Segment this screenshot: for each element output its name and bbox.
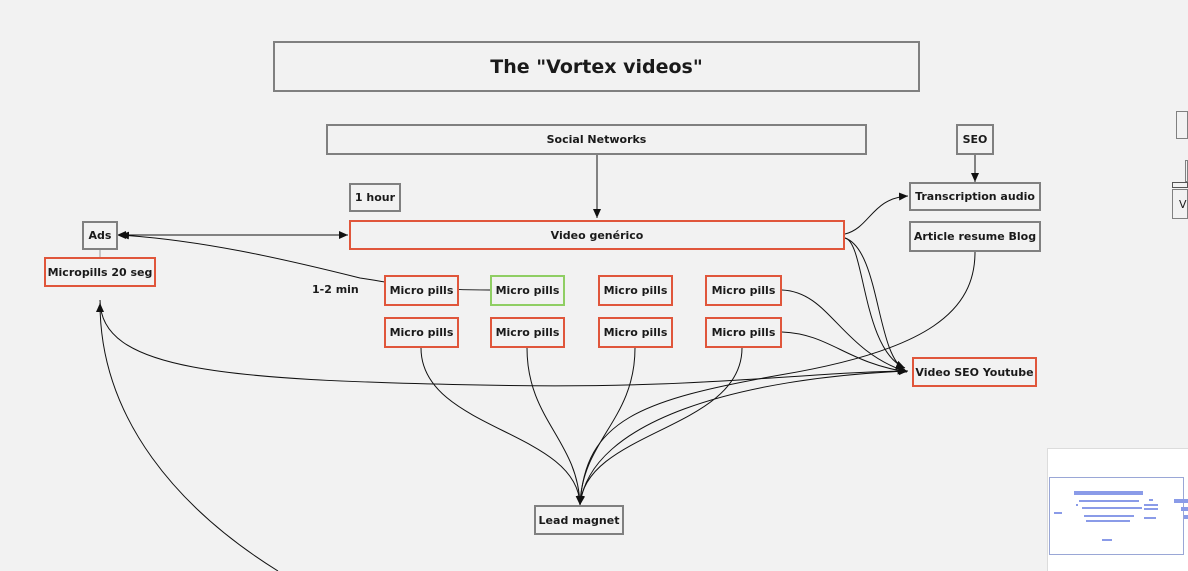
minimap-mark <box>1054 512 1062 514</box>
offscreen-node-label: Vi <box>1179 197 1187 211</box>
edge-video-to-youtube-a <box>844 237 906 369</box>
node-micro-pill-label: Micro pills <box>603 284 668 297</box>
node-transcription-audio-label: Transcription audio <box>915 190 1035 203</box>
edge-video-to-transcription <box>844 192 909 235</box>
offscreen-node-partial[interactable]: Vi <box>1172 189 1188 219</box>
edge-offscreen-to-micropills <box>96 302 279 571</box>
edge-mp6-to-lead <box>526 347 584 506</box>
edge-mp7-to-lead <box>576 347 636 506</box>
minimap-mark <box>1082 507 1142 509</box>
minimap-mark <box>1144 508 1158 510</box>
node-seo-label: SEO <box>962 133 988 146</box>
node-micro-pill-2[interactable]: Micro pills <box>490 275 565 306</box>
node-micro-pill-6[interactable]: Micro pills <box>490 317 565 348</box>
minimap-mark <box>1102 539 1112 541</box>
minimap-viewport[interactable] <box>1049 477 1184 555</box>
minimap-mark <box>1149 499 1153 501</box>
node-micro-pill-label: Micro pills <box>389 326 454 339</box>
node-video-seo-youtube[interactable]: Video SEO Youtube <box>912 357 1037 387</box>
node-video-generico-label: Video genérico <box>550 228 644 242</box>
edge-mp8-to-youtube <box>781 331 908 375</box>
minimap-mark <box>1144 517 1156 519</box>
node-one-hour-label: 1 hour <box>354 191 396 204</box>
minimap-mark <box>1086 520 1130 522</box>
node-micro-pill-5[interactable]: Micro pills <box>384 317 459 348</box>
minimap-mark <box>1079 500 1139 502</box>
node-micropills-20-seg-label: Micropills 20 seg <box>47 265 153 279</box>
edge-video-to-youtube-b <box>844 237 906 371</box>
node-ads[interactable]: Ads <box>82 221 118 250</box>
node-micro-pill-1[interactable]: Micro pills <box>384 275 459 306</box>
node-transcription-audio[interactable]: Transcription audio <box>909 182 1041 211</box>
minimap-mark <box>1074 491 1143 495</box>
edge-mp5-to-lead <box>420 347 584 506</box>
node-micro-pill-label: Micro pills <box>711 326 776 339</box>
offscreen-shape-top[interactable] <box>1176 111 1188 139</box>
board-title[interactable]: The "Vortex videos" <box>273 41 920 92</box>
node-social-networks[interactable]: Social Networks <box>326 124 867 155</box>
minimap-mark <box>1181 507 1188 511</box>
minimap-mark <box>1084 515 1134 517</box>
node-micro-pill-label: Micro pills <box>495 284 560 297</box>
node-lead-magnet-label: Lead magnet <box>538 513 620 527</box>
board-title-text: The "Vortex videos" <box>490 55 703 78</box>
node-seo[interactable]: SEO <box>956 124 994 155</box>
minimap-mark <box>1174 499 1188 503</box>
node-article-resume-blog[interactable]: Article resume Blog <box>909 221 1041 252</box>
edge-mp4-to-youtube <box>781 289 908 373</box>
node-one-hour[interactable]: 1 hour <box>349 183 401 212</box>
node-video-generico[interactable]: Video genérico <box>349 220 845 250</box>
node-social-networks-label: Social Networks <box>546 133 647 146</box>
offscreen-shape-bar <box>1172 182 1188 188</box>
node-micro-pill-label: Micro pills <box>603 326 668 339</box>
edge-youtube-to-lead <box>577 370 909 506</box>
node-micro-pill-label: Micro pills <box>711 284 776 297</box>
node-ads-label: Ads <box>88 229 112 242</box>
node-micro-pill-3[interactable]: Micro pills <box>598 275 673 306</box>
node-article-resume-blog-label: Article resume Blog <box>913 230 1037 243</box>
minimap-mark <box>1184 515 1188 519</box>
duration-label: 1-2 min <box>312 283 359 296</box>
node-micro-pill-4[interactable]: Micro pills <box>705 275 782 306</box>
minimap-mark <box>1144 504 1158 506</box>
node-lead-magnet[interactable]: Lead magnet <box>534 505 624 535</box>
node-micro-pill-8[interactable]: Micro pills <box>705 317 782 348</box>
node-micro-pill-label: Micro pills <box>495 326 560 339</box>
node-micropills-20-seg[interactable]: Micropills 20 seg <box>44 257 156 287</box>
node-micro-pill-7[interactable]: Micro pills <box>598 317 673 348</box>
node-micro-pill-label: Micro pills <box>389 284 454 297</box>
edge-mp8-to-lead <box>576 347 743 506</box>
minimap-mark <box>1076 504 1078 506</box>
board-minimap[interactable] <box>1047 448 1188 571</box>
node-video-seo-youtube-label: Video SEO Youtube <box>915 365 1034 379</box>
